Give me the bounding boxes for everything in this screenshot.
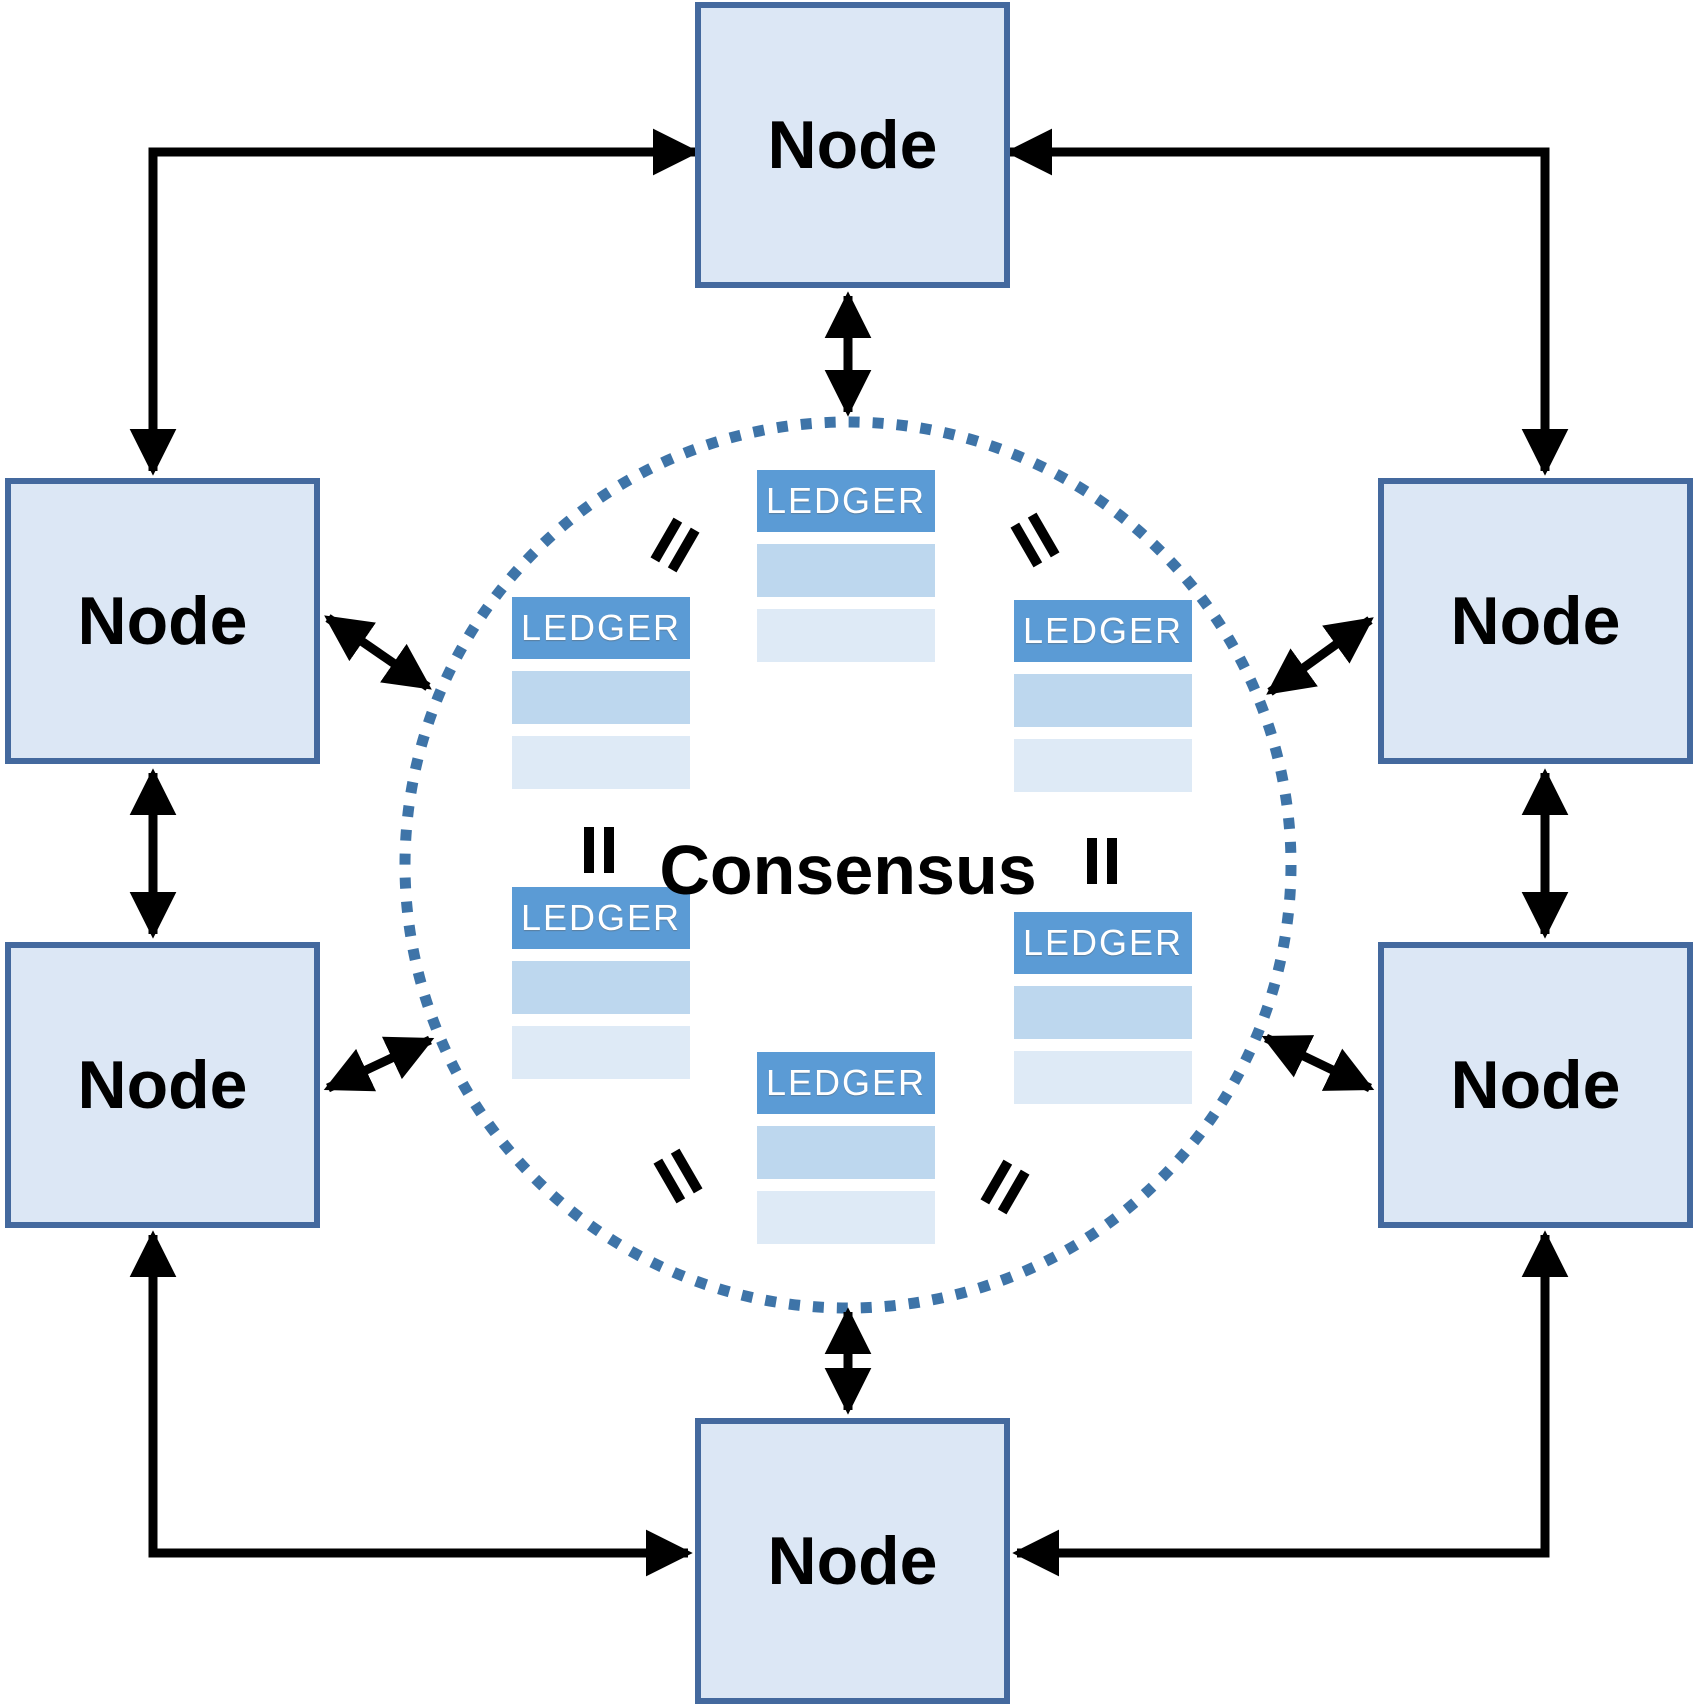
node-box-lower-right: Node <box>1378 942 1693 1228</box>
arrow-elbow-top-right-icon <box>1005 128 1569 476</box>
node-box-lower-left: Node <box>5 942 320 1228</box>
arrow-diagonal-upper-left-icon <box>324 614 432 691</box>
equals-bar <box>1107 838 1117 884</box>
ledger-header: LEDGER <box>512 597 690 659</box>
ledger-row <box>757 1191 935 1244</box>
ledger-bottom-center: LEDGER <box>757 1052 935 1244</box>
ledger-row <box>1014 1051 1192 1104</box>
consensus-title: Consensus <box>659 831 1037 909</box>
ledger-row <box>757 1126 935 1179</box>
ledger-header: LEDGER <box>757 1052 935 1114</box>
ledger-row <box>512 671 690 724</box>
equals-bar <box>584 827 594 873</box>
node-label: Node <box>1450 1047 1621 1123</box>
node-box-bottom: Node <box>695 1418 1010 1704</box>
node-label: Node <box>767 107 938 183</box>
node-label: Node <box>77 583 248 659</box>
node-label: Node <box>767 1523 938 1599</box>
ledger-upper-left: LEDGER <box>512 597 690 789</box>
arrow-diagonal-lower-right-icon <box>1261 1033 1375 1093</box>
node-label: Node <box>77 1047 248 1123</box>
arrow-diagonal-lower-left-icon <box>323 1035 435 1093</box>
ledger-header: LEDGER <box>757 470 935 532</box>
ledger-row <box>512 961 690 1014</box>
ledger-row <box>757 609 935 662</box>
ledger-header: LEDGER <box>512 887 690 949</box>
consensus-dotted-circle <box>399 416 1297 1314</box>
ledger-row <box>512 1026 690 1079</box>
ledger-row <box>1014 674 1192 727</box>
ledger-top-center: LEDGER <box>757 470 935 662</box>
ledger-header: LEDGER <box>1014 912 1192 974</box>
ledger-lower-right: LEDGER <box>1014 912 1192 1104</box>
ledger-header: LEDGER <box>1014 600 1192 662</box>
ledger-lower-left: LEDGER <box>512 887 690 1079</box>
ledger-row <box>512 736 690 789</box>
ledger-upper-right: LEDGER <box>1014 600 1192 792</box>
node-box-upper-right: Node <box>1378 478 1693 764</box>
ledger-row <box>1014 986 1192 1039</box>
node-box-upper-left: Node <box>5 478 320 764</box>
ledger-row <box>757 544 935 597</box>
arrow-elbow-bottom-right-icon <box>1012 1230 1569 1577</box>
arrow-elbow-top-left-icon <box>129 128 700 476</box>
node-box-top: Node <box>695 2 1010 288</box>
ledger-row <box>1014 739 1192 792</box>
node-label: Node <box>1450 583 1621 659</box>
arrow-diagonal-upper-right-icon <box>1266 616 1374 696</box>
arrow-elbow-bottom-left-icon <box>129 1230 693 1577</box>
